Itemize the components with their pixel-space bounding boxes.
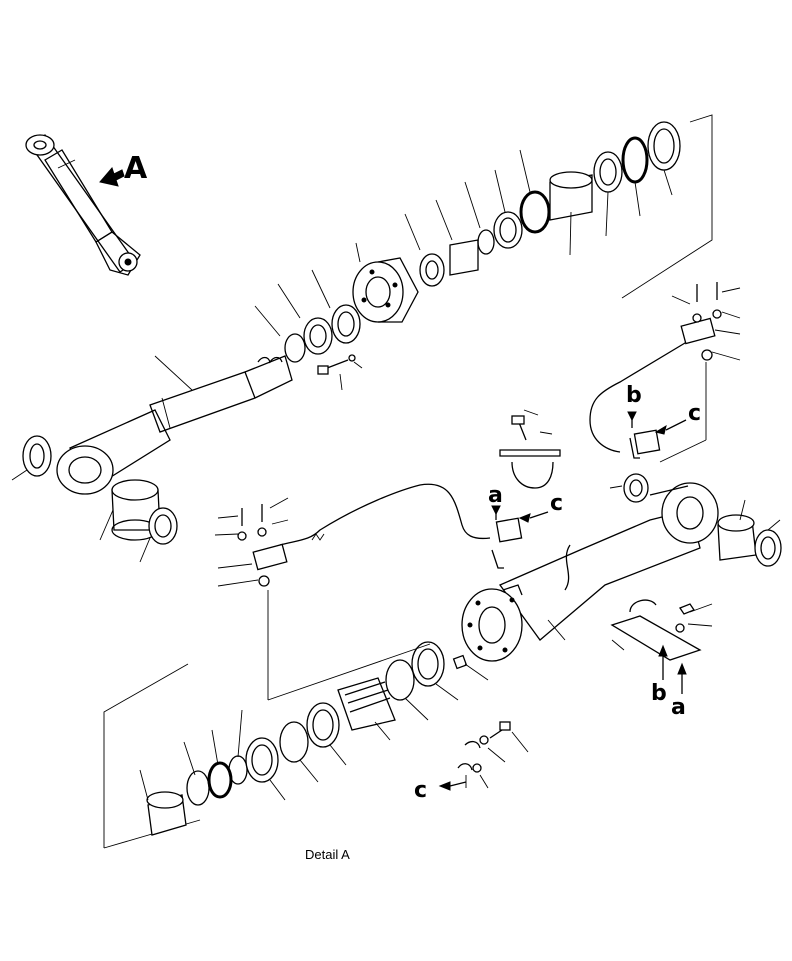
piston-rings — [146, 641, 468, 836]
frame-lines — [103, 114, 713, 849]
tube-seal — [754, 529, 782, 567]
callout-c-upper-left: c — [550, 491, 563, 516]
tube-bushing — [717, 514, 757, 561]
cylinder-head — [352, 257, 419, 323]
callout-a-upper: a — [488, 483, 503, 508]
callout-c-upper-right: c — [688, 401, 701, 426]
detail-caption: Detail A — [305, 847, 350, 862]
small-fasteners — [457, 721, 511, 773]
head-seal-set — [419, 121, 681, 287]
view-a-arrow — [99, 167, 125, 187]
callout-arrows — [438, 411, 687, 791]
lower-clamp — [610, 599, 702, 661]
break-marks — [311, 533, 325, 541]
callout-c-lower: c — [414, 778, 427, 803]
hydraulic-pipes — [279, 339, 691, 546]
head-bolt — [317, 354, 356, 375]
flange-bolts — [237, 282, 722, 541]
callout-b-upper: b — [626, 383, 642, 408]
view-a-label: A — [124, 151, 148, 186]
piston-rod — [56, 355, 293, 495]
rod-end-seal — [148, 507, 178, 545]
leader-lines-lower — [139, 287, 781, 801]
upper-clamp — [499, 415, 561, 489]
rod-side-rings — [284, 304, 361, 363]
leader-lines-upper — [11, 149, 673, 563]
pipe-flanges — [252, 317, 716, 587]
tube-end-ring — [623, 473, 649, 503]
callout-b-lower: b — [651, 681, 667, 706]
callout-a-lower: a — [671, 695, 686, 720]
overview-cylinder-thumbnail — [25, 134, 141, 276]
cylinder-tube — [461, 482, 719, 662]
dust-seal-ring — [22, 435, 52, 477]
